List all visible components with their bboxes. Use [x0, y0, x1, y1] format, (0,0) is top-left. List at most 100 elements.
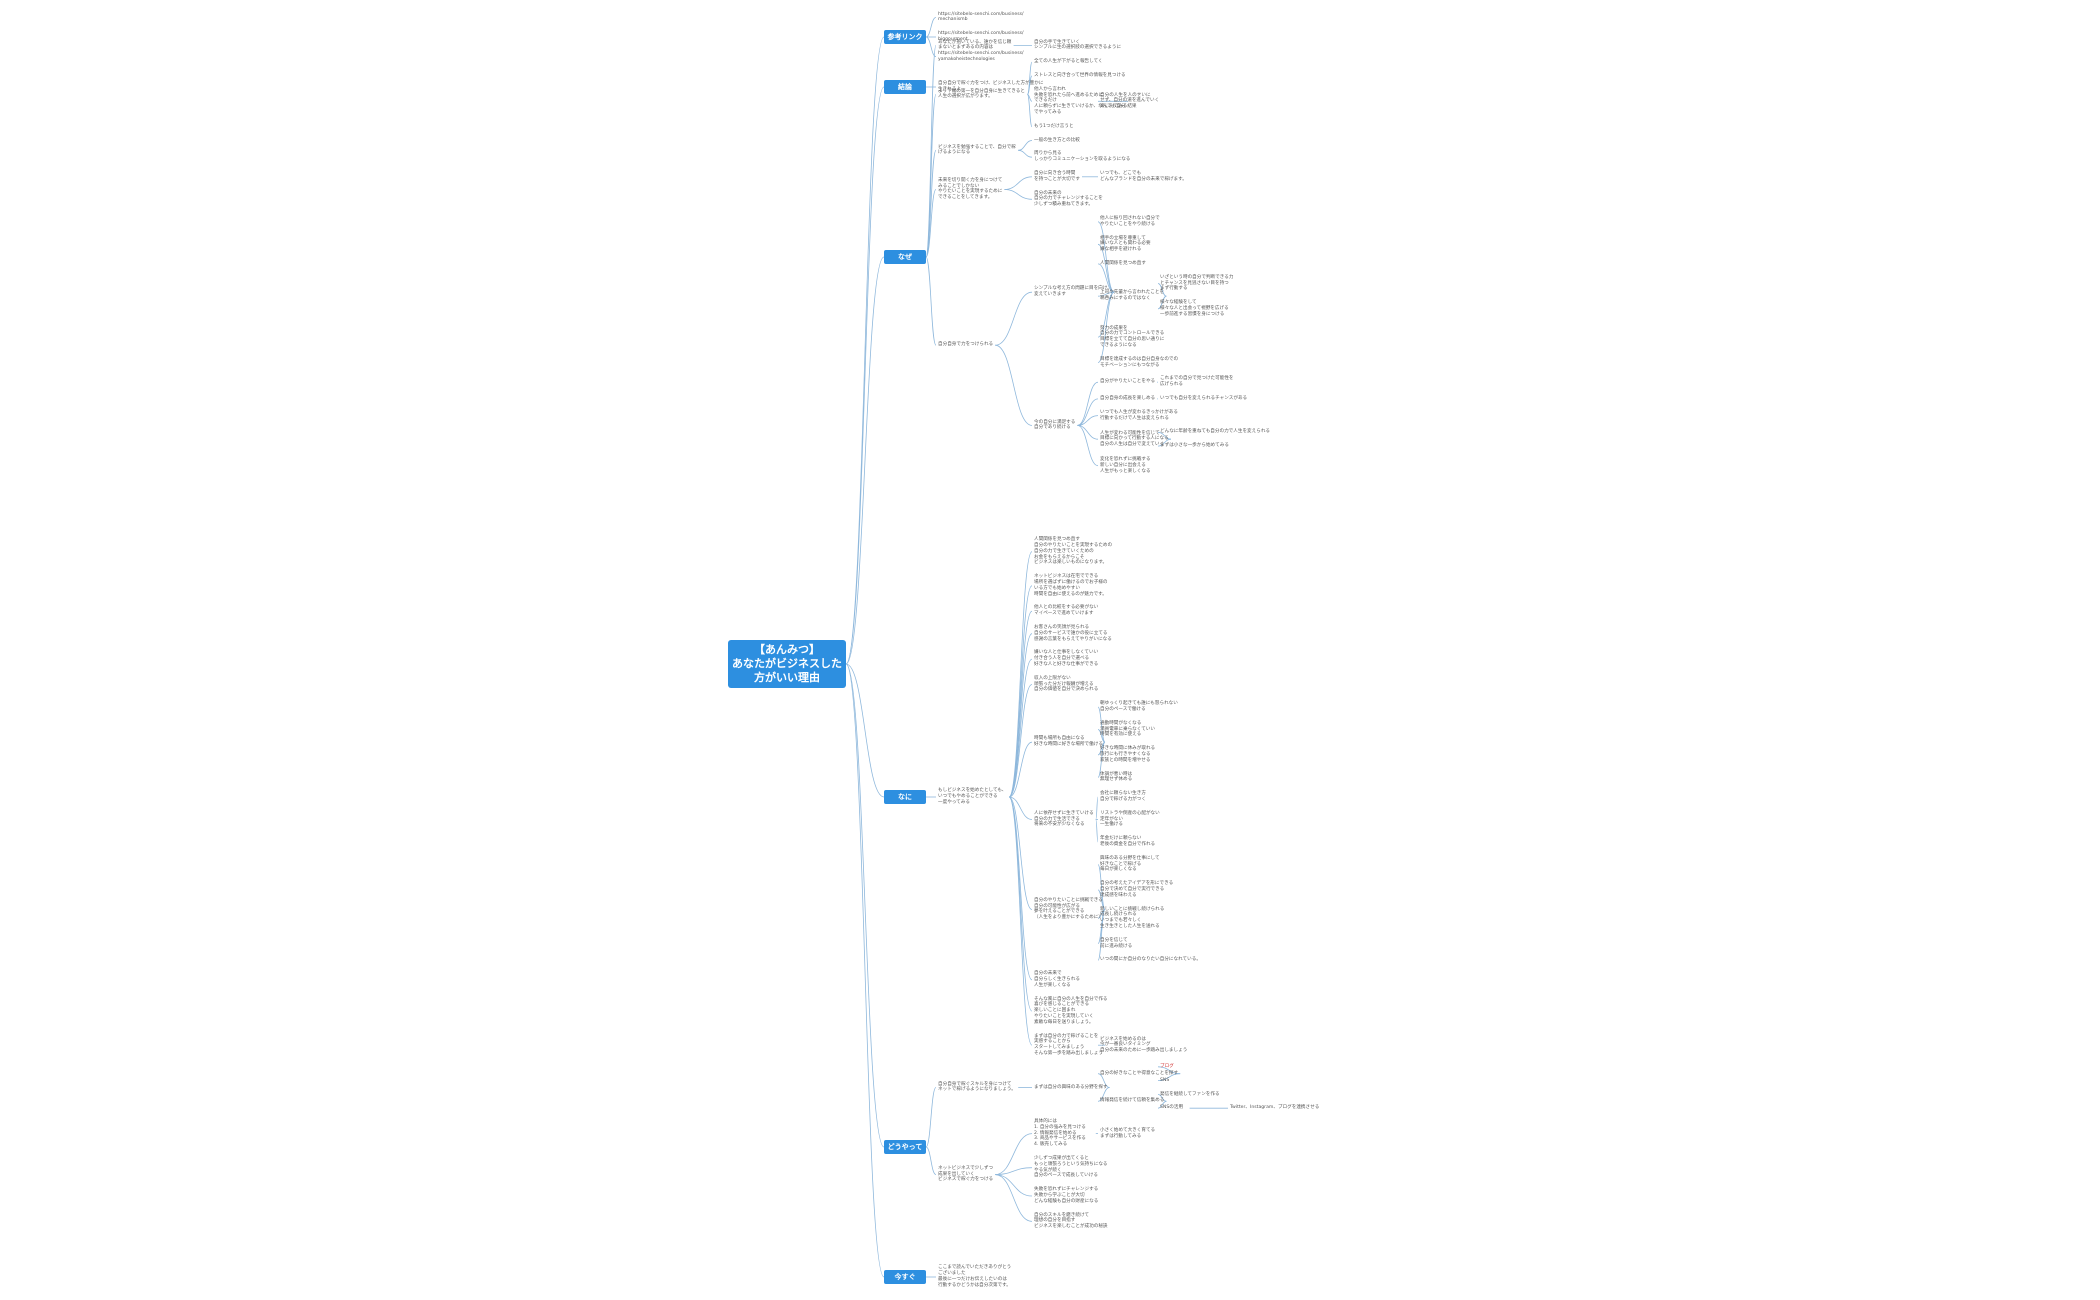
- connector: [1095, 819, 1099, 843]
- leaf-node[interactable]: 努力の成果を 自分の力でコントロールできる 目標を立てて自分の思い通りに できる…: [1100, 325, 1165, 348]
- leaf-node[interactable]: これまでの自分で見つけた可能性を 広げられる: [1160, 376, 1234, 388]
- branch-node[interactable]: ビジネスを勉強することで、自分で稼 げるようになる: [938, 144, 1016, 156]
- leaf-node[interactable]: もう1つだけ言うと: [1034, 123, 1074, 129]
- branch-node[interactable]: ここまで読んでいただきありがとう ございました 最後に一つだけお伝えしたいのは …: [938, 1265, 1012, 1288]
- branch-node[interactable]: ネットビジネスで少しずつ 成果を出していく ビジネスで稼ぐ力をつける: [938, 1165, 994, 1183]
- leaf-node[interactable]: 嫌いな人と仕事をしなくていい 付き合う人を自分で選べる 好きな人と好きな仕事がで…: [1034, 650, 1099, 667]
- leaf-node[interactable]: ブログ: [1160, 1063, 1174, 1069]
- category-why[interactable]: なぜ: [884, 250, 926, 264]
- leaf-node[interactable]: 全ての人生が下がると報告してく: [1034, 59, 1103, 65]
- leaf-node[interactable]: いつでも自分を変えられるチャンスがある: [1160, 396, 1248, 401]
- leaf-node[interactable]: 自分に向き合う時間 を持つことが大切です: [1034, 171, 1080, 182]
- branch-node[interactable]: 自分自分で稼ぐ力をつけ、ビジネスした方が豊かに 生きれるよ: [938, 81, 1044, 92]
- branch-node[interactable]: より下幅の第一を自分自身に生きてきると 人生の選択が広がります。: [938, 88, 1025, 100]
- category-reference-links[interactable]: 参考リンク: [884, 30, 926, 44]
- leaf-node[interactable]: 少しずつ成果が出てくると もっと頑張ろうという気持ちになる やる気が続く 自分の…: [1034, 1156, 1108, 1179]
- leaf-node[interactable]: 具体的には 1. 自分の強みを見つける 2. 情報発信を始める 3. 商品やサー…: [1034, 1119, 1086, 1148]
- leaf-node[interactable]: 自分の手で生きていく シンプルに生の選択肢の選択できるように: [1034, 39, 1122, 51]
- leaf-node[interactable]: 朝ゆっくり起きても誰にも怒られない 自分のペースで働ける: [1100, 701, 1178, 712]
- branch-node[interactable]: https://sitebelo-senchi.com/business/ bi…: [938, 31, 1024, 42]
- leaf-node[interactable]: 新しいことに挑戦し続けられる 成長し続けられる いつまでも若々しく 生き生きとし…: [1100, 906, 1165, 929]
- leaf-node[interactable]: 自分のやりたいことに挑戦できる 自分の可能性が広がる 夢を叶えることができる （…: [1034, 897, 1103, 921]
- leaf-node[interactable]: 自分自身の成長を楽しめる: [1100, 396, 1156, 401]
- leaf-node[interactable]: いつでも人生が変わるきっかけがある 行動するだけで人生は変えられる: [1100, 409, 1178, 421]
- leaf-node[interactable]: 自分の好きなことや得意なことを探す: [1100, 1070, 1179, 1076]
- branch-node[interactable]: 未来を切り開く力を身につけて みることでしかない やりたいことを実現するために …: [938, 177, 1003, 201]
- connector: [1008, 796, 1033, 1046]
- leaf-node[interactable]: 小さく始めて大きく育てる まずは行動してみる: [1100, 1127, 1156, 1139]
- leaf-node[interactable]: 好きな時間に休みが取れる 旅行にも行きやすくなる 家族との時間を増やせる: [1100, 746, 1156, 763]
- leaf-node[interactable]: 相手の立場を尊重して 嫌いな人とも関わる必要 嫌な相手を避けれる: [1100, 235, 1151, 253]
- leaf-node[interactable]: 自分がやりたいことをやる: [1100, 379, 1156, 385]
- connector: [1157, 1100, 1167, 1109]
- leaf-node[interactable]: 失敗を恐れずにチャレンジする 失敗から学ぶことが大切 どんな経験も自分の財産にな…: [1034, 1187, 1099, 1204]
- leaf-node[interactable]: SNSの活用: [1160, 1105, 1184, 1111]
- leaf-node[interactable]: 自分のスキルを磨き続けて 理想の自分を目指す ビジネスを楽しむことが成功の秘訣: [1034, 1212, 1108, 1230]
- leaf-node[interactable]: 自分の未来の 自分の力でチャレンジすることを 少しずつ積み重ねてきます。: [1034, 190, 1103, 208]
- branch-node[interactable]: 自分自身で力をつけられる: [938, 342, 994, 348]
- connector: [845, 663, 885, 798]
- leaf-node[interactable]: まずは自分の力で稼げることを 実感することから スタートしてみましょう そんな第…: [1034, 1033, 1103, 1056]
- leaf-node[interactable]: 人生が変わる可能性を信じて 目標に向かって行動する人になる 自分の人生は自分で変…: [1100, 430, 1169, 448]
- leaf-node[interactable]: 通勤時間がなくなる 満員電車に乗らなくていい 時間を有効に使える: [1100, 720, 1155, 738]
- leaf-node[interactable]: 上司や先輩から言われたことを 鵜呑みにするのではなく: [1100, 290, 1165, 302]
- leaf-node[interactable]: いつの間にか自分のなりたい自分になれている。: [1100, 957, 1201, 963]
- category-conclusion[interactable]: 結論: [884, 80, 926, 94]
- connector: [1097, 741, 1106, 778]
- leaf-node[interactable]: いざという時の自分で判断できる力 とチャンスを見逃さない目を持つ まず行動する: [1160, 274, 1234, 292]
- branch-node[interactable]: もしビジネスを始めたとしても、 いつでもやめることができる 一度やってみる: [938, 788, 1007, 805]
- leaf-node[interactable]: 情報発信を続けて信頼を集める: [1100, 1098, 1165, 1104]
- connector: [1097, 729, 1106, 743]
- leaf-node[interactable]: 他人から言われ 失敗を恐れたら前へ進めるために できるだけ 人に頼らずに生きてい…: [1034, 86, 1126, 115]
- leaf-node[interactable]: ネットビジネスは在宅でできる 場所を選ばずに働けるのでお子様の いる方でも始めや…: [1034, 574, 1108, 597]
- leaf-node[interactable]: 変化を恐れずに挑戦する 新しい自分に出会える 人生がもっと楽しくなる: [1100, 457, 1151, 474]
- leaf-node[interactable]: まずは小さな一歩から始めてみる: [1160, 443, 1229, 449]
- category-what[interactable]: なに: [884, 790, 926, 804]
- leaf-node[interactable]: まずは自分の興味のある分野を探す: [1034, 1084, 1108, 1090]
- leaf-node[interactable]: ビジネスを始めるのは 今が一番良いタイミング 自分の未来のために一歩踏み出しまし…: [1100, 1036, 1188, 1054]
- leaf-node[interactable]: 収入の上限がない 頑張った分だけ報酬が増える 自分の価値を自分で決められる: [1034, 675, 1099, 693]
- root-topic[interactable]: 【あんみつ】 あなたがビジネスした 方がいい理由: [728, 640, 846, 688]
- leaf-node[interactable]: 人に依存せずに生きていける 自分の力で生活できる 将来の不安が少なくなる: [1034, 810, 1094, 828]
- category-how[interactable]: どうやって: [884, 1140, 926, 1154]
- connector: [1008, 796, 1033, 1012]
- leaf-node[interactable]: ストレスと向き合って世界の情報を見つける: [1034, 73, 1126, 78]
- leaf-node[interactable]: 時間も場所も自由になる 好きな時間に好きな場所で働ける: [1034, 736, 1103, 748]
- category-now[interactable]: 今すぐ: [884, 1270, 926, 1284]
- leaf-node[interactable]: 人間関係を見つめ直す: [1100, 261, 1146, 266]
- leaf-node[interactable]: 他人との比較をする必要がない マイペースで進めていけます: [1034, 605, 1099, 617]
- leaf-node[interactable]: 年金だけに頼らない 老後の資金を自分で作れる: [1100, 836, 1156, 847]
- branch-node[interactable]: https://sitebelo-senchi.com/business/ ya…: [938, 50, 1024, 62]
- leaf-node[interactable]: いつでも、どこでも どんなブランドを自分の未来で稼げます。: [1100, 171, 1187, 182]
- branch-node[interactable]: あなたが抱いている、誰かを信じ頼 まないとまずあるの内容は: [938, 39, 1012, 51]
- leaf-node[interactable]: どんなに年齢を重ねても自分の力で人生を変えられる: [1160, 429, 1271, 435]
- leaf-node[interactable]: 他人に振り回されない自分で やりたいことをやり続ける: [1100, 216, 1160, 227]
- connector: [845, 663, 885, 1278]
- leaf-node[interactable]: 様々な経験をして 様々な人と出会って視野を広げる 一歩前進する習慣を身につける: [1160, 300, 1229, 317]
- leaf-node[interactable]: 周りから見る しっかりコミュニケーションを取るようになる: [1034, 151, 1131, 163]
- leaf-node[interactable]: 目標を達成するのは自分自身なのでの モチベーションにもつながる: [1100, 356, 1179, 368]
- connector: [1097, 706, 1106, 743]
- connector: [1004, 176, 1033, 190]
- branch-node[interactable]: 自分自身で稼ぐスキルを身につけて ネットで稼げるようになりましょう。: [938, 1081, 1016, 1093]
- leaf-node[interactable]: 会社に頼らない生き方 自分で稼げる力がつく: [1100, 791, 1146, 802]
- leaf-node[interactable]: 自分を信じて 前に進み続ける: [1100, 937, 1133, 949]
- leaf-node[interactable]: 自分の考えたアイデアを形にできる 自分で決めて自分で実行できる 達成感を味わえる: [1100, 881, 1174, 898]
- leaf-node[interactable]: シンプルな考え方の問題に目を向け、 変えていきます: [1034, 286, 1112, 298]
- leaf-node[interactable]: 一般の生き方との比較: [1034, 137, 1080, 143]
- leaf-node[interactable]: 自分の未来で 自分らしく生きられる 人生が楽しくなる: [1034, 971, 1080, 988]
- leaf-node[interactable]: Twitter、Instagram、ブログを連携させる: [1230, 1105, 1320, 1111]
- leaf-node[interactable]: 今の自分に満足する 自分であり続ける: [1034, 419, 1076, 431]
- leaf-node[interactable]: 人間関係を見つめ直す 自分のやりたいことを実現するための 自分の力で生きていくた…: [1034, 537, 1113, 566]
- leaf-node[interactable]: SNS: [1160, 1077, 1170, 1083]
- leaf-node[interactable]: リストラや倒産の心配がない 定年がない 一生働ける: [1100, 810, 1160, 828]
- leaf-node[interactable]: 発信を継続してファンを作る: [1160, 1091, 1220, 1097]
- leaf-node[interactable]: 興味のある分野を仕事にして 好きなことで稼げる 毎日が楽しくなる: [1100, 855, 1160, 873]
- branch-node[interactable]: https://sitebelo-senchi.com/business/ me…: [938, 11, 1024, 23]
- leaf-node[interactable]: そんな風に自分の人生を自分で作る 喜びを感じることができる 楽しいことに囲まれ …: [1034, 996, 1108, 1025]
- leaf-node[interactable]: 自分の人生を人のせいに せず、自分の道を進んでいく 楽しんでみる結果: [1100, 92, 1160, 110]
- leaf-node[interactable]: お客さんの笑顔が見られる 自分のサービスで誰かの役に立てる 感謝の言葉をもらえて…: [1034, 625, 1112, 642]
- connector: [995, 1167, 1033, 1175]
- leaf-node[interactable]: 体調が悪い時は 無理せず休める: [1100, 771, 1133, 783]
